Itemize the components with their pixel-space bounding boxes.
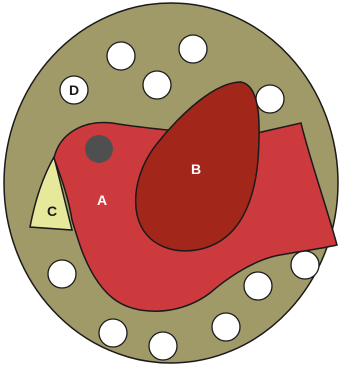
- dot: [244, 272, 272, 300]
- dot: [212, 313, 240, 341]
- label-c: C: [47, 203, 57, 219]
- dot: [179, 35, 207, 63]
- dot: [256, 85, 284, 113]
- dot: [48, 260, 76, 288]
- label-a: A: [97, 192, 107, 208]
- dot: [291, 251, 319, 279]
- bird-eye: [85, 135, 113, 163]
- label-b: B: [191, 161, 201, 177]
- dot: [149, 332, 177, 360]
- label-d: D: [69, 82, 79, 98]
- dot: [143, 71, 171, 99]
- dot: [107, 42, 135, 70]
- dot: [99, 319, 127, 347]
